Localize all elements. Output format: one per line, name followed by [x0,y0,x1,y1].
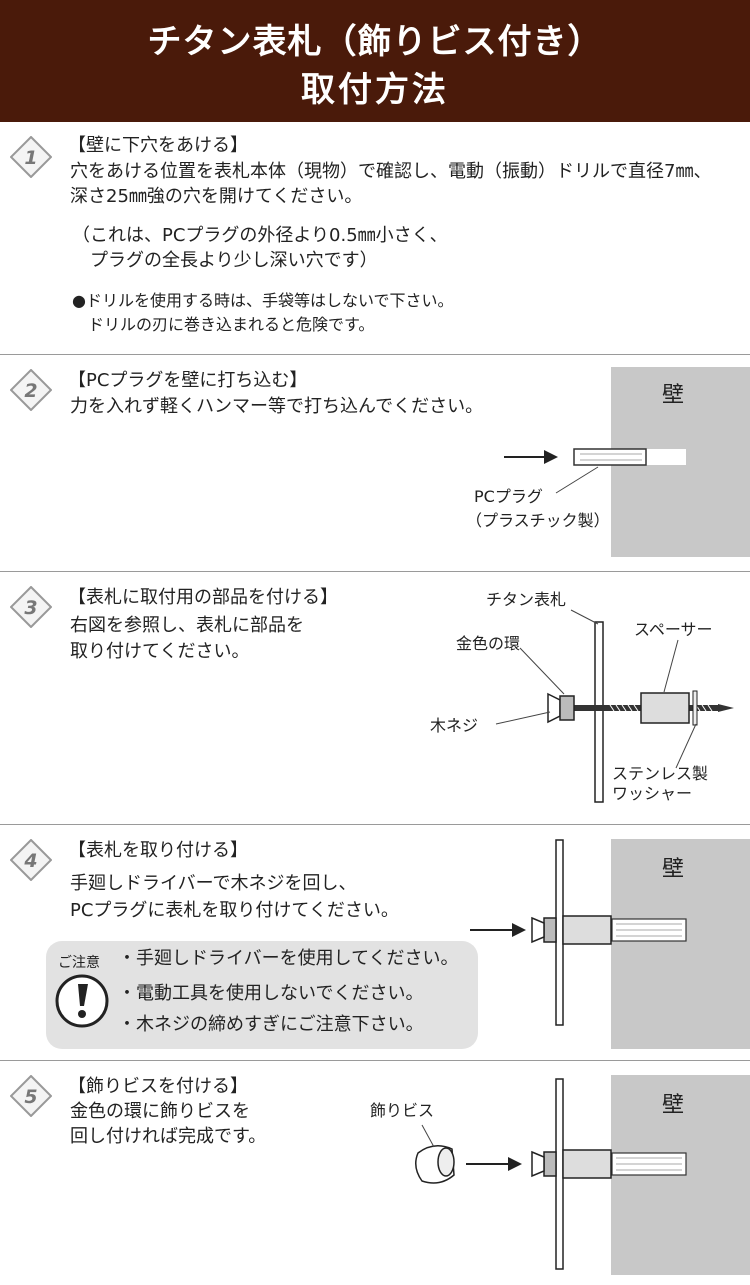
step-heading: 【表札に取付用の部品を付ける】 [68,587,338,608]
gold-ring-label: 金色の環 [456,634,521,653]
leader-line [555,466,599,494]
pc-plug-material-label: （プラスチック製） [466,511,610,530]
wall-label: 壁 [662,1093,685,1118]
spacer-shape [562,1149,612,1179]
gold-ring-shape [559,695,575,721]
step-text-line: 力を入れず軽くハンマー等で打ち込んでください。 [70,396,484,417]
step-heading: 【飾りビスを付ける】 [68,1076,248,1097]
step-text-line: 金色の環に飾りビスを [70,1101,250,1122]
step-number: 5 [24,1086,37,1108]
screw-head-shape [531,916,545,944]
screw-tip [718,704,734,712]
step-2-diagram [504,367,750,557]
gold-ring-shape [543,1151,557,1177]
pilot-hole [640,449,686,465]
wall-label: 壁 [662,857,685,882]
nameplate-shape [555,839,564,1026]
step-heading: 【PCプラグを壁に打ち込む】 [68,370,308,391]
step-number-badge-icon: 2 [10,369,52,411]
step-note-line: （これは、PCプラグの外径より0.5㎜小さく、 [72,225,448,246]
step-3-section: 3 【表札に取付用の部品を付ける】 右図を参照し、表札に部品を 取り付けてくださ… [0,572,750,825]
step-5-diagram [415,1075,750,1275]
step-heading: 【表札を取り付ける】 [68,840,248,861]
decorative-screw-label: 飾りビス [370,1101,435,1120]
decorative-screw-cap-shape [415,1145,455,1184]
step-3-diagram [495,609,734,803]
step-number: 3 [24,597,37,619]
step-note-line: プラグの全長より少し深い穴です） [72,250,378,271]
caution-title: ご注意 [58,955,100,971]
pc-plug-shape [573,448,647,466]
screw-head-shape [547,692,561,724]
washer-shape [692,690,698,726]
step-2-section: 2 【PCプラグを壁に打ち込む】 力を入れず軽くハンマー等で打ち込んでください。… [0,355,750,572]
step-4-section: 4 【表札を取り付ける】 手廻しドライバーで木ネジを回し、 PCプラグに表札を取… [0,825,750,1061]
leader-line [495,711,551,725]
wall-shape [611,839,750,1049]
washer-label-1: ステンレス製 [612,764,709,783]
step-text-line: 回し付ければ完成です。 [70,1126,267,1147]
gold-ring-shape [543,917,557,943]
leader-line [519,647,565,695]
page-header: チタン表札（飾りビス付き） 取付方法 [0,0,750,122]
leader-line [570,609,599,625]
caution-item: ・木ネジの締めすぎにご注意下さい。 [118,1014,424,1035]
page-title-line2: 取付方法 [301,70,449,110]
caution-box: ご注意 ・手廻しドライバーを使用してください。 ・電動工具を使用しないでください… [46,941,478,1049]
wall-label: 壁 [662,383,685,408]
step-text-line: 手廻しドライバーで木ネジを回し、 [70,873,357,894]
screw-label: 木ネジ [430,716,479,735]
warning-line: ドリルの刃に巻き込まれると危険です。 [72,315,375,334]
screw-head-shape [531,1150,545,1178]
nameplate-shape [555,1078,564,1270]
step-number: 1 [24,147,37,169]
caution-item: ・手廻しドライバーを使用してください。 [118,948,459,969]
step-text-line: 取り付けてください。 [70,641,250,662]
exclamation-icon [55,974,109,1028]
step-number-badge-icon: 3 [10,586,52,628]
spacer-shape [562,915,612,945]
step-heading: 【壁に下穴をあける】 [68,135,248,156]
step-text-line: 右図を参照し、表札に部品を [70,615,304,636]
step-text-line: PCプラグに表札を取り付けてください。 [70,900,399,921]
leader-line [421,1124,435,1148]
step-4-diagram [470,839,750,1049]
step-number: 4 [23,850,37,872]
spacer-shape [640,692,690,724]
step-5-section: 5 【飾りビスを付ける】 金色の環に飾りビスを 回し付ければ完成です。 壁 飾り… [0,1061,750,1285]
step-number-badge-icon: 5 [10,1075,52,1117]
step-number-badge-icon: 1 [10,136,52,178]
step-number: 2 [24,380,37,402]
nameplate-label: チタン表札 [486,590,567,609]
spacer-label: スペーサー [634,620,713,639]
step-text-line: 深さ25㎜強の穴を開けてください。 [70,186,363,207]
page-title-line1: チタン表札（飾りビス付き） [147,22,603,62]
warning-line: ●ドリルを使用する時は、手袋等はしないで下さい。 [72,291,454,310]
washer-label-2: ワッシャー [612,784,693,803]
pc-plug-label: PCプラグ [474,487,543,506]
caution-item: ・電動工具を使用しないでください。 [118,983,424,1004]
leader-line [663,639,679,693]
leader-line [675,723,697,769]
step-1-section: 1 【壁に下穴をあける】 穴をあける位置を表札本体（現物）で確認し、電動（振動）… [0,122,750,355]
nameplate-shape [594,621,604,803]
step-number-badge-icon: 4 [10,839,52,881]
step-text-line: 穴をあける位置を表札本体（現物）で確認し、電動（振動）ドリルで直径7㎜、 [70,161,712,182]
